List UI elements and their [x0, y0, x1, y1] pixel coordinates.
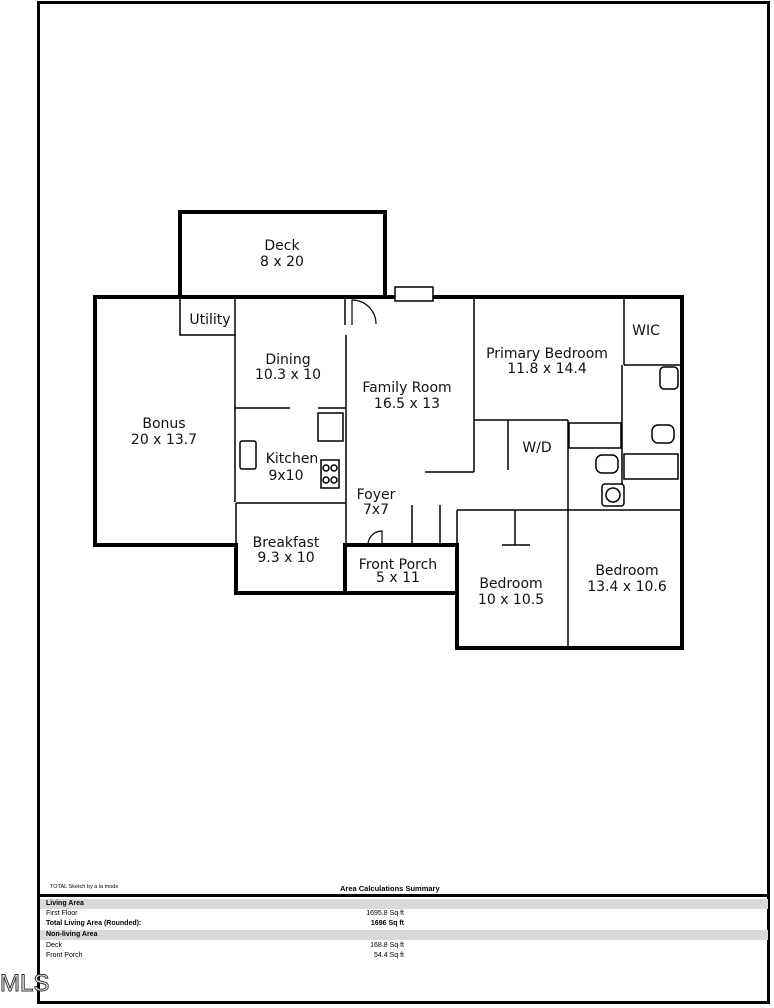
breakfast-dims: 9.3 x 10 — [257, 550, 314, 566]
porch-label: Front Porch — [46, 952, 83, 959]
breakfast-name: Breakfast — [253, 535, 320, 551]
toilet-1 — [659, 366, 679, 390]
utility-name: Utility — [189, 312, 230, 328]
porch-value: 54.4 Sq ft — [374, 952, 404, 959]
porch-dims: 5 x 11 — [376, 570, 420, 586]
wd-name: W/D — [522, 440, 551, 456]
bedroom2-dims: 10 x 10.5 — [478, 592, 544, 608]
deck-row: Deck 168.8 Sq ft — [46, 941, 764, 951]
deck-dims: 8 x 20 — [260, 254, 304, 270]
porch-row: Front Porch 54.4 Sq ft — [46, 951, 764, 961]
first-floor-value: 1695.8 Sq ft — [366, 910, 404, 917]
first-floor-row: First Floor 1695.8 Sq ft — [46, 909, 764, 919]
dining-name: Dining — [265, 352, 310, 368]
deck-outline — [178, 210, 387, 297]
first-floor-label: First Floor — [46, 910, 78, 917]
sketch-credit: TOTAL Sketch by a la mode — [50, 884, 119, 890]
non-living-header: Non-living Area — [40, 930, 768, 940]
total-label: Total Living Area (Rounded): — [46, 920, 142, 927]
porch-outline — [343, 543, 459, 595]
total-value: 1696 Sq ft — [370, 920, 404, 927]
tub-2 — [623, 453, 679, 480]
foyer-name: Foyer — [357, 487, 396, 503]
bedroom3-dims: 13.4 x 10.6 — [587, 579, 667, 595]
total-row: Total Living Area (Rounded): 1696 Sq ft — [46, 919, 764, 929]
toilet-2 — [651, 424, 675, 444]
living-area-header: Living Area — [40, 899, 768, 909]
kitchen-dims: 9x10 — [268, 468, 303, 484]
primary-dims: 11.8 x 14.4 — [507, 361, 587, 377]
kitchen-name: Kitchen — [266, 451, 319, 467]
toilet-3 — [595, 454, 619, 474]
area-summary: TOTAL Sketch by a la mode Area Calculati… — [40, 882, 768, 1004]
summary-title: Area Calculations Summary — [340, 884, 440, 893]
bonus-dims: 20 x 13.7 — [131, 432, 197, 448]
family-dims: 16.5 x 13 — [374, 396, 440, 412]
bedroom3-name: Bedroom — [595, 563, 658, 579]
page-frame — [37, 1, 770, 1004]
fixtures — [239, 286, 679, 507]
bedroom2-name: Bedroom — [479, 576, 542, 592]
deck-value: 168.8 Sq ft — [370, 942, 404, 949]
summary-table: Living Area First Floor 1695.8 Sq ft Tot… — [40, 894, 768, 1005]
tub-1 — [568, 422, 622, 449]
stove — [320, 459, 340, 489]
primary-name: Primary Bedroom — [486, 346, 608, 362]
sink — [239, 440, 257, 470]
deck-name: Deck — [264, 238, 300, 254]
family-name: Family Room — [362, 380, 451, 396]
porch-name: Front Porch — [359, 557, 437, 573]
bonus-name: Bonus — [142, 416, 185, 432]
fireplace — [394, 286, 434, 302]
doors — [351, 299, 383, 546]
dining-dims: 10.3 x 10 — [255, 367, 321, 383]
fridge — [317, 412, 344, 442]
mls-watermark: MLS — [0, 970, 50, 998]
deck-label: Deck — [46, 942, 62, 949]
interior-walls — [179, 297, 682, 648]
wic-name: WIC — [632, 323, 660, 339]
foyer-dims: 7x7 — [363, 502, 389, 518]
